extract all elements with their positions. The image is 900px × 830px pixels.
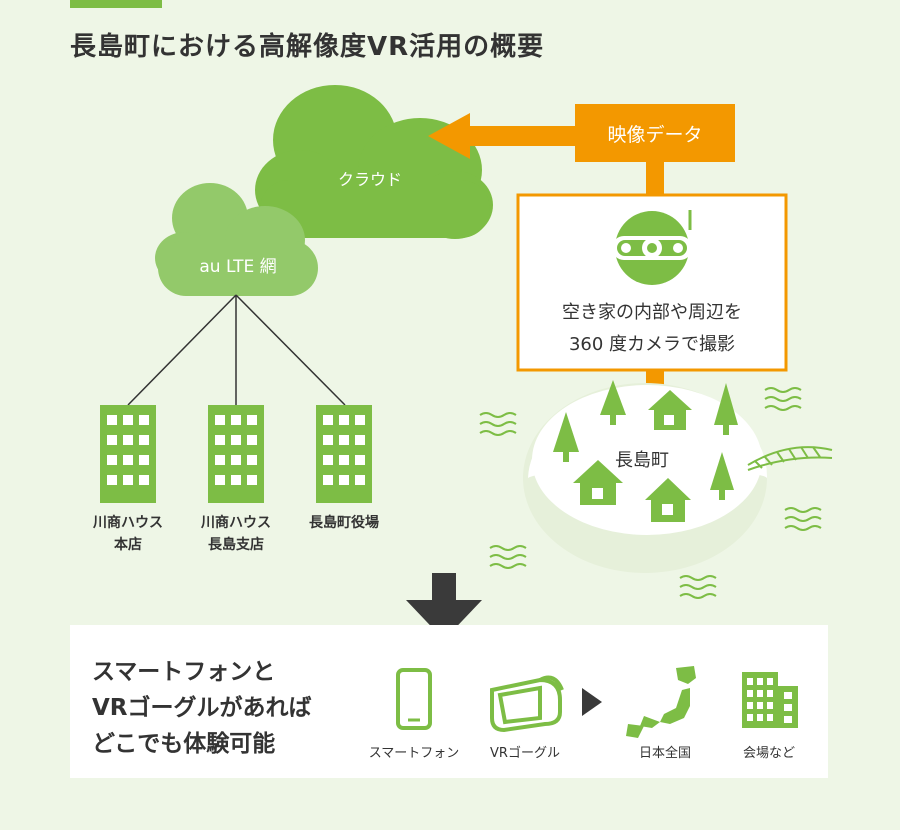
lte-label: au LTE 網 xyxy=(199,257,276,277)
building-windows xyxy=(107,415,365,485)
camera-text-line1: 空き家の内部や周辺を xyxy=(562,302,742,323)
header-accent-bar xyxy=(70,0,162,8)
town-label: 長島町 xyxy=(615,450,669,471)
vr-goggle-icon xyxy=(490,675,564,733)
building-label-3: 長島町役場 xyxy=(309,515,379,531)
cloud-label: クラウド xyxy=(338,170,402,189)
camera-360-icon xyxy=(612,210,692,285)
wave-icon xyxy=(479,387,822,599)
vr-goggle-label: VRゴーグル xyxy=(490,746,560,761)
usage-panel xyxy=(70,625,828,778)
down-arrow xyxy=(406,573,482,640)
house-icon xyxy=(573,390,692,522)
lte-cloud-shape xyxy=(155,183,318,296)
japan-map-icon xyxy=(626,666,696,738)
smartphone-icon xyxy=(396,668,432,730)
network-lines xyxy=(127,294,346,406)
tree-icon xyxy=(553,380,738,500)
smartphone-label: スマートフォン xyxy=(368,746,460,761)
message-line-3: どこでも体験可能 xyxy=(92,731,276,757)
building-label-2: 川商ハウス長島支店 xyxy=(201,515,271,553)
video-data-label: 映像データ xyxy=(607,124,702,146)
play-arrow-icon xyxy=(582,688,602,716)
page-title: 長島町における高解像度VR活用の概要 xyxy=(70,32,545,62)
building-label-1: 川商ハウス本店 xyxy=(93,515,163,553)
venue-label: 会場など xyxy=(742,746,795,761)
message-line-2: VRゴーグルがあれば xyxy=(92,695,312,721)
video-data-arrow xyxy=(428,104,735,398)
message-line-1: スマートフォンと xyxy=(92,659,276,685)
japan-label: 日本全国 xyxy=(638,746,691,761)
island-shape xyxy=(523,383,768,573)
camera-text-line2: 360 度カメラで撮影 xyxy=(569,334,735,355)
bridge-icon xyxy=(747,446,833,471)
venue-building-icon xyxy=(742,672,798,728)
